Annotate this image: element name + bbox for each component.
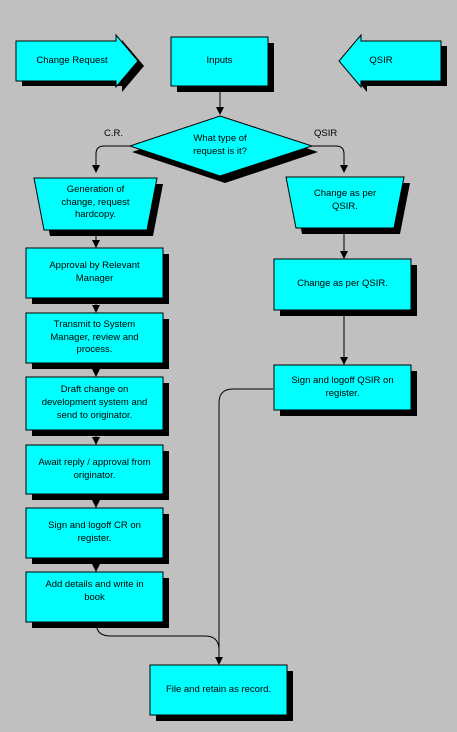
branch-qsir-label: QSIR xyxy=(314,128,338,139)
sign-cr-box xyxy=(25,507,169,564)
await-box xyxy=(25,444,169,500)
change-request-arrow xyxy=(15,33,144,92)
qsir-arrow xyxy=(338,33,447,92)
change-qsir-box xyxy=(273,258,417,316)
inputs-box xyxy=(170,36,274,92)
branch-cr-label: C.R. xyxy=(104,128,123,139)
draft-box xyxy=(25,376,169,436)
final-box xyxy=(149,664,293,721)
sign-qsir-box xyxy=(273,364,417,416)
shapes xyxy=(15,33,447,721)
qsir-change-trapezoid xyxy=(285,176,410,234)
generation-trapezoid xyxy=(33,177,163,236)
connector-decision-to-generation xyxy=(92,145,130,173)
connector-add-details-to-final xyxy=(95,621,223,665)
decision-diamond xyxy=(128,115,318,183)
approval-box xyxy=(25,247,169,304)
connector-sign-qsir-to-final xyxy=(218,388,273,664)
add-details-box xyxy=(25,571,169,628)
connector-decision-to-qsir-trap xyxy=(312,145,348,173)
transmit-box xyxy=(25,312,169,369)
